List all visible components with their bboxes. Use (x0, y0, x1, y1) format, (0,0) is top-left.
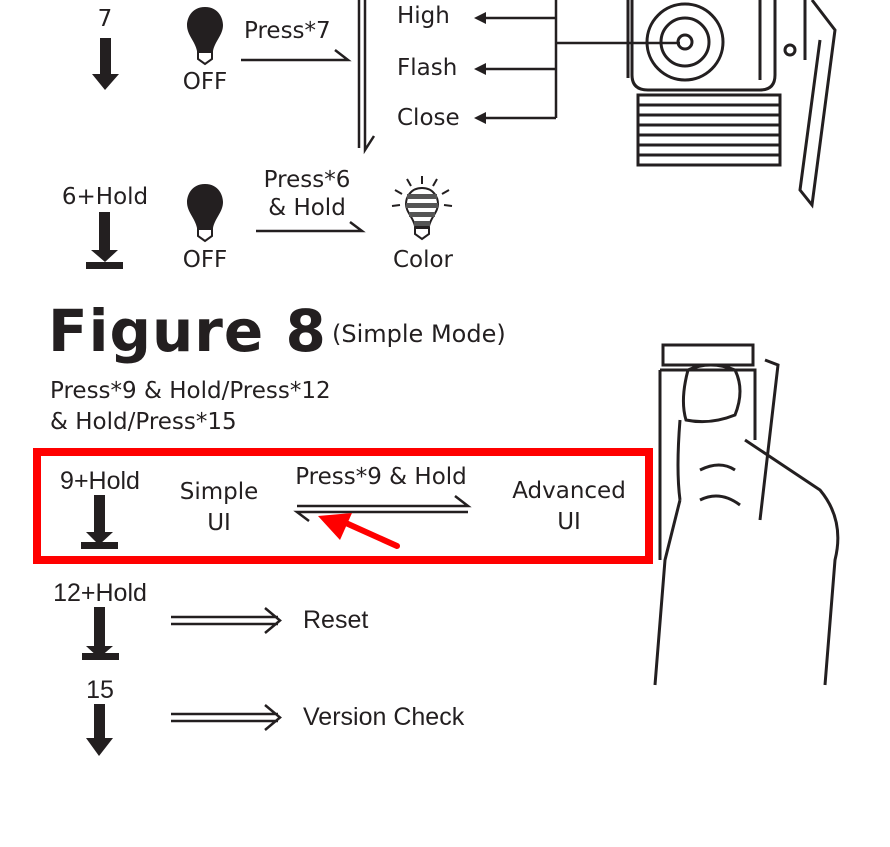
down-arrow-icon (86, 704, 113, 756)
state-off: OFF (182, 247, 228, 273)
state-off: OFF (182, 69, 228, 95)
press-count-9-hold: 9+Hold (60, 467, 140, 495)
mode-bracket (480, 0, 680, 120)
red-pointer-arrow (318, 513, 400, 549)
action-label-line1: Press*6 (263, 167, 351, 193)
down-arrow-icon (92, 38, 119, 90)
double-arrow (171, 704, 282, 731)
simple-ui-line1: Simple (179, 479, 259, 505)
figure-subtitle: (Simple Mode) (332, 320, 506, 348)
figure-description-line2: & Hold/Press*15 (50, 409, 237, 435)
figure-title: Figure 8 (48, 297, 327, 365)
action-label-line2: & Hold (268, 195, 346, 221)
result-reset: Reset (303, 606, 369, 634)
simple-ui-line2: UI (207, 510, 231, 536)
press-count-12-hold: 12+Hold (53, 579, 147, 607)
advanced-ui-line2: UI (557, 509, 581, 535)
double-line-arrow (357, 0, 376, 155)
press-arrow (241, 49, 352, 62)
press-count-7: 7 (97, 6, 113, 32)
figure-description-line1: Press*9 & Hold/Press*12 (50, 378, 331, 404)
mode-flash: Flash (397, 55, 458, 81)
hand-holding-device-illustration (653, 343, 840, 686)
advanced-ui-line1: Advanced (512, 478, 626, 504)
bulb-off-icon (186, 183, 224, 242)
hold-arrow-icon (86, 212, 123, 269)
press-count-6-hold: 6+Hold (61, 184, 149, 210)
toggle-double-arrow (293, 495, 472, 522)
mode-high: High (397, 3, 450, 29)
press-count-15: 15 (86, 676, 114, 704)
result-version-check: Version Check (303, 703, 465, 731)
highlight-box (33, 448, 653, 564)
hold-arrow-icon (81, 495, 118, 549)
flashlight-device-illustration (626, 0, 837, 209)
double-arrow (171, 607, 282, 634)
color-bulb-icon (391, 176, 453, 241)
hold-arrow-icon (82, 607, 119, 660)
toggle-action-label: Press*9 & Hold (295, 464, 467, 490)
result-color: Color (392, 247, 454, 273)
mode-close: Close (397, 105, 460, 131)
mode-arrowheads (474, 12, 486, 124)
bulb-off-icon (186, 6, 224, 65)
action-label: Press*7 (244, 18, 331, 44)
press-hold-arrow (256, 221, 366, 233)
